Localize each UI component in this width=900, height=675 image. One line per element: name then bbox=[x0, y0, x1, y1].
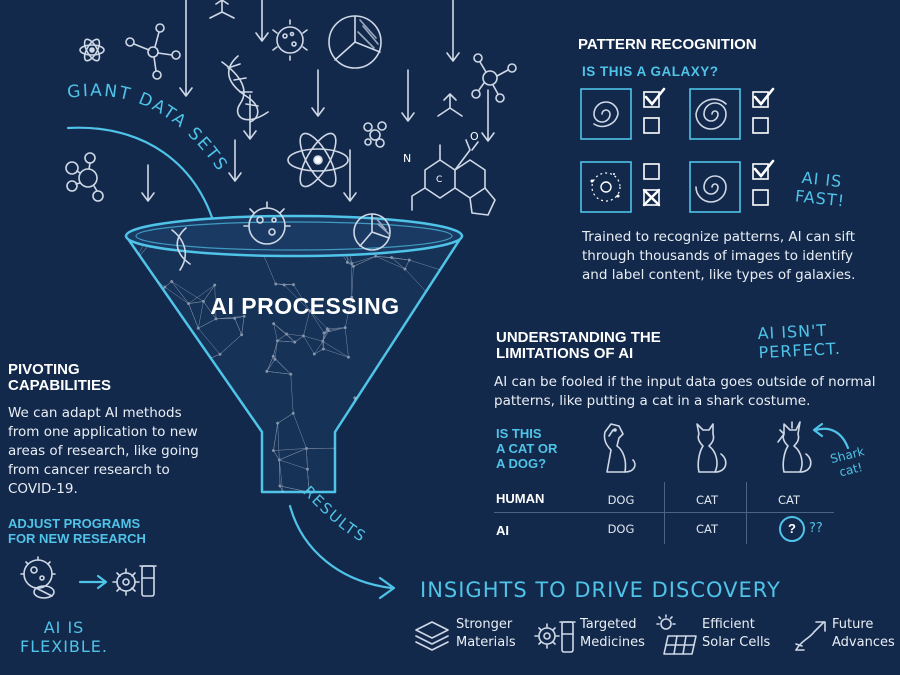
adjust-programs-label: ADJUST PROGRAMS FOR NEW RESEARCH bbox=[8, 516, 146, 546]
outcomes-row: Stronger Materials Targeted Medicines Ef… bbox=[410, 614, 896, 670]
shark-cat-icon bbox=[777, 421, 812, 473]
galaxy-grid bbox=[580, 87, 775, 213]
dna-icon bbox=[221, 55, 269, 123]
pivot-body: We can adapt AI methods from one applica… bbox=[8, 405, 199, 497]
data-icons-illustration: N O C bbox=[65, 0, 517, 216]
question-line-3: A DOG? bbox=[496, 456, 547, 471]
human-cell-1: DOG bbox=[607, 493, 635, 507]
galaxy-question: IS THIS A GALAXY? bbox=[582, 64, 719, 79]
pattern-body: Trained to recognize patterns, AI can si… bbox=[582, 229, 856, 283]
svg-text:N: N bbox=[403, 152, 411, 165]
question-line-2: A CAT OR bbox=[496, 441, 558, 456]
pie-chart-icon bbox=[328, 15, 382, 69]
not-perfect-line-2: PERFECT. bbox=[758, 338, 842, 363]
layers-icon bbox=[415, 621, 449, 651]
flexible-line-2: FLEXIBLE. bbox=[20, 637, 108, 656]
question-line-1: IS THIS bbox=[496, 426, 542, 441]
outcome-efficient-solar-cells: Efficient Solar Cells bbox=[702, 616, 770, 652]
insights-title: INSIGHTS TO DRIVE DISCOVERY bbox=[420, 578, 781, 602]
ai-row-label: AI bbox=[496, 523, 509, 538]
solar-panel-icon bbox=[656, 614, 697, 655]
limits-title-line-2: LIMITATIONS OF AI bbox=[496, 345, 634, 362]
ai-not-perfect-note: AI ISN'T PERFECT. bbox=[757, 320, 842, 363]
outcome-2-line-1: Targeted bbox=[580, 617, 637, 632]
outcome-future-advances: Future Advances bbox=[832, 616, 895, 652]
limits-title: UNDERSTANDING THE LIMITATIONS OF AI bbox=[496, 330, 661, 362]
svg-text:O: O bbox=[470, 130, 479, 143]
outcome-4-line-1: Future bbox=[832, 617, 874, 632]
galaxy-box-1 bbox=[580, 87, 666, 140]
cat-icon bbox=[696, 423, 727, 473]
outcome-targeted-medicines: Targeted Medicines bbox=[580, 616, 645, 652]
trend-arrow-icon bbox=[795, 621, 826, 651]
human-cell-3: CAT bbox=[777, 493, 801, 507]
medicine-icon bbox=[534, 621, 576, 653]
adjust-line-1: ADJUST PROGRAMS bbox=[8, 516, 141, 531]
classification-table: HUMAN DOG CAT CAT AI DOG CAT ? ?? bbox=[494, 482, 834, 544]
ai-cell-2: CAT bbox=[695, 522, 719, 536]
galaxy-box-2 bbox=[689, 87, 775, 140]
fast-line-2: FAST! bbox=[794, 186, 846, 211]
limits-title-line-1: UNDERSTANDING THE bbox=[496, 329, 661, 346]
atom-icon bbox=[79, 38, 105, 62]
human-row-label: HUMAN bbox=[496, 491, 545, 506]
cancer-cell-icon bbox=[20, 556, 56, 599]
molecule-icon bbox=[125, 23, 181, 80]
animal-icons bbox=[603, 421, 812, 473]
results-arrow bbox=[288, 504, 396, 600]
pivot-title-line-2: CAPABILITIES bbox=[8, 377, 112, 394]
ai-is-fast-note: AI IS FAST! bbox=[794, 167, 848, 211]
human-cell-2: CAT bbox=[695, 493, 719, 507]
shark-cat-arrow bbox=[812, 422, 850, 450]
outcome-stronger-materials: Stronger Materials bbox=[456, 616, 516, 652]
outcome-3-line-2: Solar Cells bbox=[702, 635, 771, 650]
cat-dog-question: IS THIS A CAT OR A DOG? bbox=[496, 426, 557, 471]
funnel-diagram bbox=[124, 201, 464, 494]
pattern-title: PATTERN RECOGNITION bbox=[578, 36, 757, 53]
galaxy-box-3 bbox=[580, 161, 661, 213]
results-label: RESULTS bbox=[299, 482, 368, 546]
outcome-2-line-2: Medicines bbox=[580, 635, 645, 650]
ai-processing-label: AI PROCESSING bbox=[210, 293, 400, 319]
outcome-1-line-2: Materials bbox=[456, 635, 516, 650]
flexible-line-1: AI IS bbox=[43, 618, 85, 637]
bacteria-icon bbox=[272, 19, 308, 61]
outcome-1-line-1: Stronger bbox=[456, 617, 513, 632]
chemical-structure-icon: N O C bbox=[403, 130, 496, 216]
adapt-arrow-icon bbox=[78, 574, 108, 590]
galaxy-box-4 bbox=[689, 159, 775, 213]
pivot-title: PIVOTING CAPABILITIES bbox=[8, 362, 111, 394]
unknown-badge: ? bbox=[779, 516, 805, 542]
pivot-title-line-1: PIVOTING bbox=[8, 361, 80, 378]
dog-icon bbox=[603, 423, 636, 473]
adjust-line-2: FOR NEW RESEARCH bbox=[8, 531, 146, 546]
ai-flexible-note: AI IS FLEXIBLE. bbox=[20, 618, 108, 656]
limits-body: AI can be fooled if the input data goes … bbox=[494, 374, 876, 409]
outcome-4-line-2: Advances bbox=[832, 635, 895, 650]
adjust-programs-icons bbox=[20, 556, 157, 599]
atom-large-icon bbox=[287, 132, 349, 188]
ai-cell-1: DOG bbox=[607, 522, 635, 536]
shark-cat-note: Shark cat! bbox=[829, 444, 870, 481]
virus-vial-icon bbox=[112, 565, 157, 597]
unknown-extra-marks: ?? bbox=[809, 521, 823, 536]
svg-text:C: C bbox=[436, 175, 442, 185]
outcome-3-line-1: Efficient bbox=[702, 617, 755, 632]
